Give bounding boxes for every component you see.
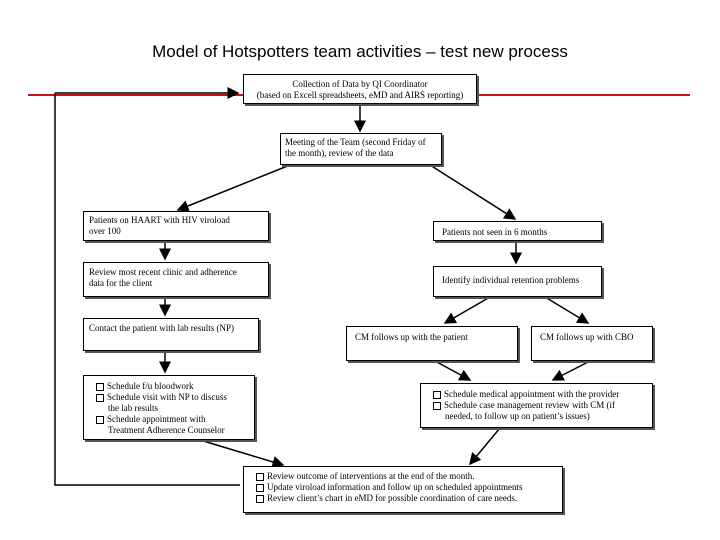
node-review-recent-line2: data for the client [89, 278, 153, 288]
arrow-cm-cbo-schedule-right [551, 360, 591, 381]
node-meeting-line2: the month), review of the data [285, 148, 394, 158]
checkbox-icon [256, 472, 264, 481]
checkbox-icon [256, 494, 264, 503]
schedule-right-item: Schedule case management review with CM … [433, 400, 652, 411]
node-schedule-right: Schedule medical appointment with the pr… [420, 383, 653, 428]
arrow-cm-patient-schedule-right [434, 360, 472, 381]
node-contact-line1: Contact the patient with lab results (NP… [89, 323, 234, 333]
node-not-seen-line1: Patients not seen in 6 months [442, 227, 548, 237]
node-review-recent-line1: Review most recent clinic and adherence [89, 267, 237, 277]
node-review-recent: Review most recent clinic and adherence … [83, 262, 269, 297]
schedule-right-item: needed, to follow up on patient’s issues… [445, 411, 590, 421]
schedule-left-item: Treatment Adherence Counselor [108, 425, 225, 435]
node-review-outcome: Review outcome of interventions at the e… [243, 466, 563, 513]
node-haart-line2: over 100 [89, 226, 121, 236]
node-not-seen: Patients not seen in 6 months [433, 221, 602, 241]
checkbox-icon [96, 415, 104, 424]
node-contact: Contact the patient with lab results (NP… [83, 318, 259, 351]
node-cm-cbo-line1: CM follows up with CBO [540, 332, 634, 342]
checkbox-icon [96, 393, 104, 402]
checkbox-icon [256, 483, 264, 492]
node-haart: Patients on HAART with HIV viroload over… [83, 211, 269, 241]
schedule-left-item: the lab results [108, 403, 158, 413]
arrow-identify-cm-cbo [544, 296, 590, 324]
node-collection-line1: Collection of Data by QI Coordinator [292, 79, 428, 89]
review-outcome-item: Update viroload information and follow u… [256, 482, 562, 493]
node-meeting: Meeting of the Team (second Friday of th… [280, 133, 442, 165]
feedback-loop [54, 93, 240, 486]
node-identify: Identify individual retention problems [433, 266, 602, 297]
node-cm-cbo: CM follows up with CBO [531, 326, 653, 361]
node-cm-patient: CM follows up with the patient [346, 326, 518, 361]
page-title: Model of Hotspotters team activities – t… [152, 42, 568, 61]
node-haart-line1: Patients on HAART with HIV viroload [89, 215, 230, 225]
review-outcome-item: Review client’s chart in eMD for possibl… [256, 493, 562, 504]
checkbox-icon [96, 382, 104, 391]
schedule-left-item: Schedule visit with NP to discuss [96, 392, 254, 403]
arrow-meeting-haart [176, 164, 291, 212]
node-meeting-line1: Meeting of the Team (second Friday of [285, 137, 426, 147]
arrow-identify-cm-patient [443, 296, 491, 324]
schedule-left-item: Schedule appointment with [96, 414, 254, 425]
node-cm-patient-line1: CM follows up with the patient [355, 332, 468, 342]
node-collection: Collection of Data by QI Coordinator (ba… [243, 74, 477, 104]
checkbox-icon [433, 390, 441, 399]
checkbox-icon [433, 401, 441, 410]
arrow-schedule-right-review-outcome [469, 427, 501, 466]
node-identify-line1: Identify individual retention problems [442, 275, 580, 285]
arrow-schedule-left-review-outcome [199, 439, 285, 468]
arrow-meeting-not-seen [429, 164, 517, 220]
schedule-right-item: Schedule medical appointment with the pr… [433, 389, 652, 400]
review-outcome-item: Review outcome of interventions at the e… [256, 471, 562, 482]
node-collection-line2: (based on Excell spreadsheets, eMD and A… [256, 90, 464, 100]
schedule-left-item: Schedule f/u bloodwork [96, 381, 254, 392]
node-schedule-left: Schedule f/u bloodwork Schedule visit wi… [83, 375, 255, 440]
